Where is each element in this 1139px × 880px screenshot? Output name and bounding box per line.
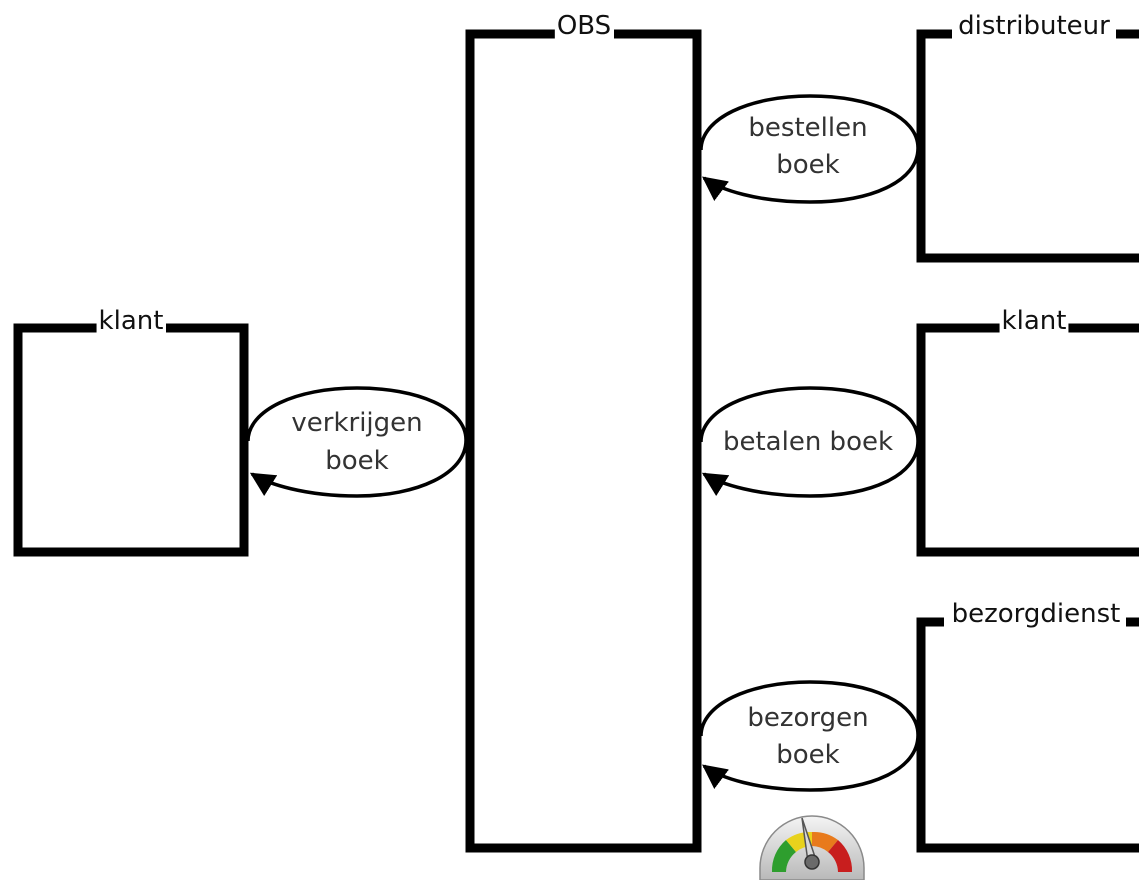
process-bezorgen-boek: bezorgen boek bbox=[699, 680, 920, 792]
process-label-line-2: boek bbox=[776, 740, 839, 770]
process-label-line-2: boek bbox=[325, 446, 388, 476]
actor-box-distributor: distributeur bbox=[916, 11, 1139, 263]
process-bestellen-boek: bestellen boek bbox=[699, 94, 920, 204]
actor-label-distributor: distributeur bbox=[958, 11, 1110, 41]
speedometer-icon bbox=[759, 815, 865, 880]
process-label-line-1: bestellen bbox=[748, 113, 867, 143]
label-background bbox=[554, 13, 614, 41]
process-label-line-1: bezorgen bbox=[747, 703, 868, 733]
process-label-line-1: betalen boek bbox=[723, 427, 893, 457]
label-background bbox=[949, 601, 1123, 629]
actor-box-delivery: bezorgdienst bbox=[916, 599, 1139, 853]
system-label-obs: OBS bbox=[557, 11, 611, 41]
actor-box-left-client: klant bbox=[13, 306, 249, 557]
actor-label-left-client: klant bbox=[99, 306, 164, 336]
process-label-line-1: verkrijgen bbox=[291, 408, 422, 438]
process-betalen-boek: betalen boek bbox=[699, 386, 920, 498]
process-verkrijgen-boek: verkrijgen boek bbox=[246, 386, 468, 498]
system-box-obs: OBS bbox=[465, 11, 702, 853]
actor-label-delivery: bezorgdienst bbox=[952, 599, 1121, 629]
actor-box-right-client: klant bbox=[916, 306, 1139, 557]
label-background bbox=[956, 13, 1113, 41]
label-background bbox=[999, 308, 1069, 336]
process-label-line-2: boek bbox=[776, 150, 839, 180]
actor-label-right-client: klant bbox=[1002, 306, 1067, 336]
label-background bbox=[96, 308, 166, 336]
